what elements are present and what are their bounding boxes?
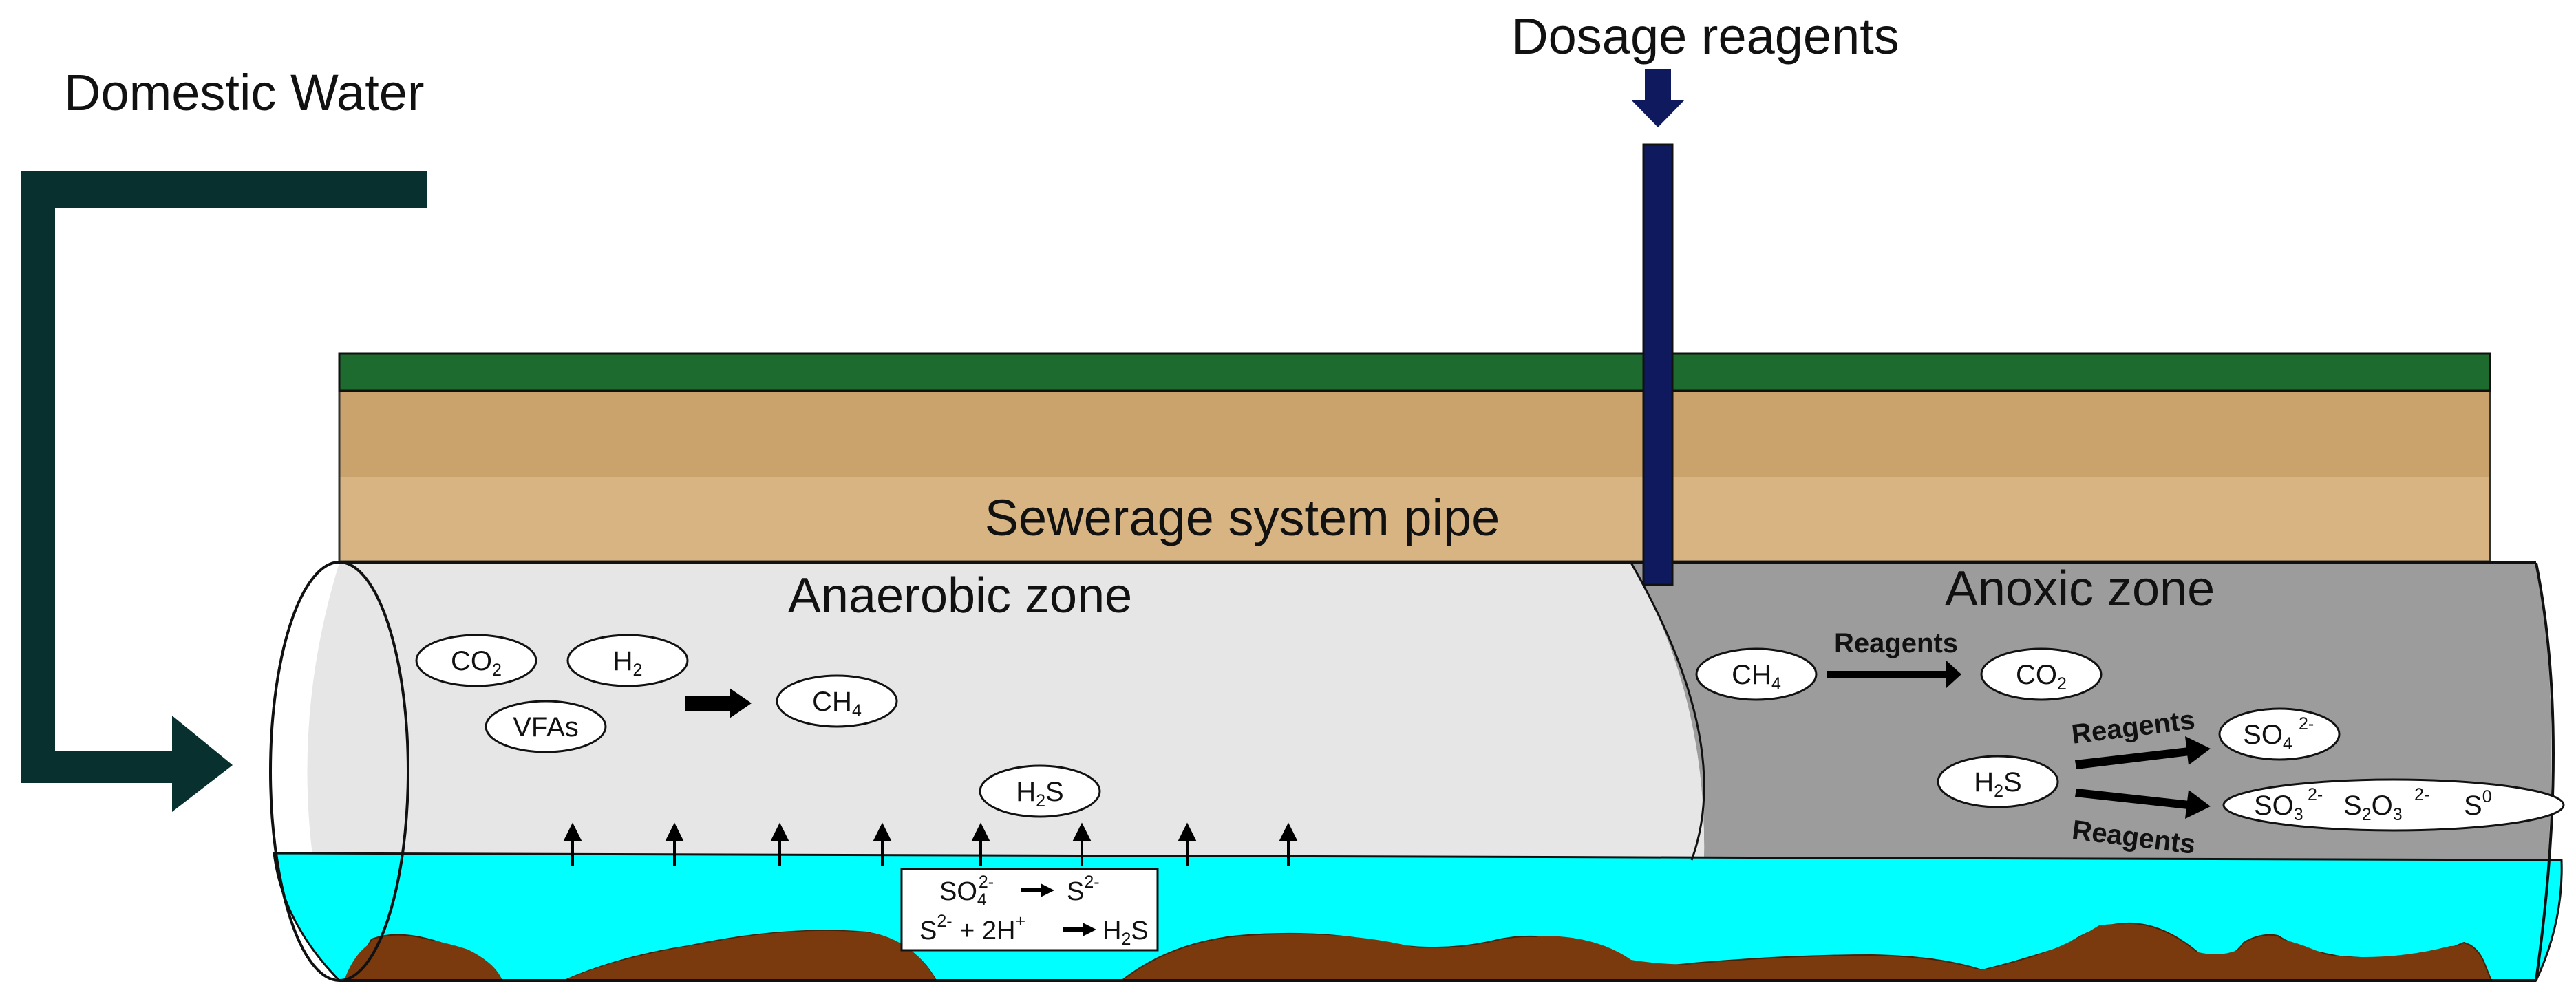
h2-bubble: H2 (566, 634, 689, 687)
sediment-left (344, 936, 502, 980)
svg-text:CO2: CO2 (451, 646, 502, 680)
svg-text:H2S: H2S (1103, 916, 1149, 949)
reaction-line-2: S2- + 2H+ (919, 912, 1025, 945)
svg-text:S2O3: S2O3 (2343, 791, 2403, 824)
sediment-middle (564, 930, 936, 980)
svg-text:SO3: SO3 (2254, 791, 2303, 824)
svg-text:VFAs: VFAs (513, 712, 579, 742)
svg-text:2-: 2- (2299, 714, 2314, 733)
svg-text:H2S: H2S (1016, 777, 1063, 811)
svg-text:CH4: CH4 (1732, 660, 1781, 694)
h2s-to-sulfate-arrow (2075, 736, 2211, 769)
pipe-mouth (269, 561, 409, 982)
ch4-bubble-anoxic: CH4 (1695, 647, 1818, 701)
co2-bubble-anoxic: CO2 (1980, 647, 2103, 701)
pipe-outline-right (2535, 562, 2555, 981)
h2s-bubble-anoxic: H2S (1937, 755, 2059, 808)
svg-text:CO2: CO2 (2016, 660, 2067, 694)
ch4-bubble-anaerobic: CH4 (776, 674, 898, 728)
vfas-bubble: VFAs (485, 700, 607, 753)
domestic-water-label: Domestic Water (64, 64, 425, 121)
svg-text:2-: 2- (2414, 785, 2429, 804)
ch4-oxidation-arrow (1827, 661, 1961, 688)
sulfur-products-bubble: SO3 2- S2O3 2- S0 (2222, 778, 2565, 832)
soil-layer-light (339, 477, 2490, 561)
dosage-reagents-label: Dosage reagents (1511, 8, 1899, 65)
anaerobic-zone-label: Anaerobic zone (788, 568, 1132, 623)
sediment-right (1122, 924, 2486, 980)
svg-text:S2-: S2- (1067, 872, 1100, 906)
reagents-label-ch4: Reagents (1834, 628, 1958, 658)
anoxic-zone-label: Anoxic zone (1945, 561, 2215, 616)
pipe-title: Sewerage system pipe (985, 489, 1500, 546)
dosage-pipe (1642, 143, 1674, 586)
grass-layer (338, 352, 2491, 392)
svg-text:2-: 2- (2308, 785, 2323, 804)
methanogenesis-arrow (685, 688, 752, 718)
svg-text:CH4: CH4 (812, 687, 862, 720)
so4-bubble: SO4 2- (2218, 707, 2341, 761)
gas-release-arrows (563, 822, 1298, 866)
svg-text:H2S: H2S (1974, 767, 2021, 801)
sulfate-reduction-box: SO42- S2- S2- + 2H+ H2S (900, 868, 1159, 952)
zone-divider (1630, 562, 1705, 861)
svg-text:SO4: SO4 (2243, 720, 2292, 753)
co2-bubble-anaerobic: CO2 (415, 634, 537, 687)
svg-text:S0: S0 (2464, 787, 2492, 821)
dosage-arrow (1631, 69, 1685, 127)
soil-layer-dark (339, 391, 2490, 477)
h2s-to-sulfite-arrow (2075, 789, 2211, 819)
reaction-line-1: SO42- (939, 872, 994, 910)
svg-text:H2: H2 (613, 646, 643, 680)
h2s-bubble-anaerobic: H2S (979, 764, 1101, 818)
